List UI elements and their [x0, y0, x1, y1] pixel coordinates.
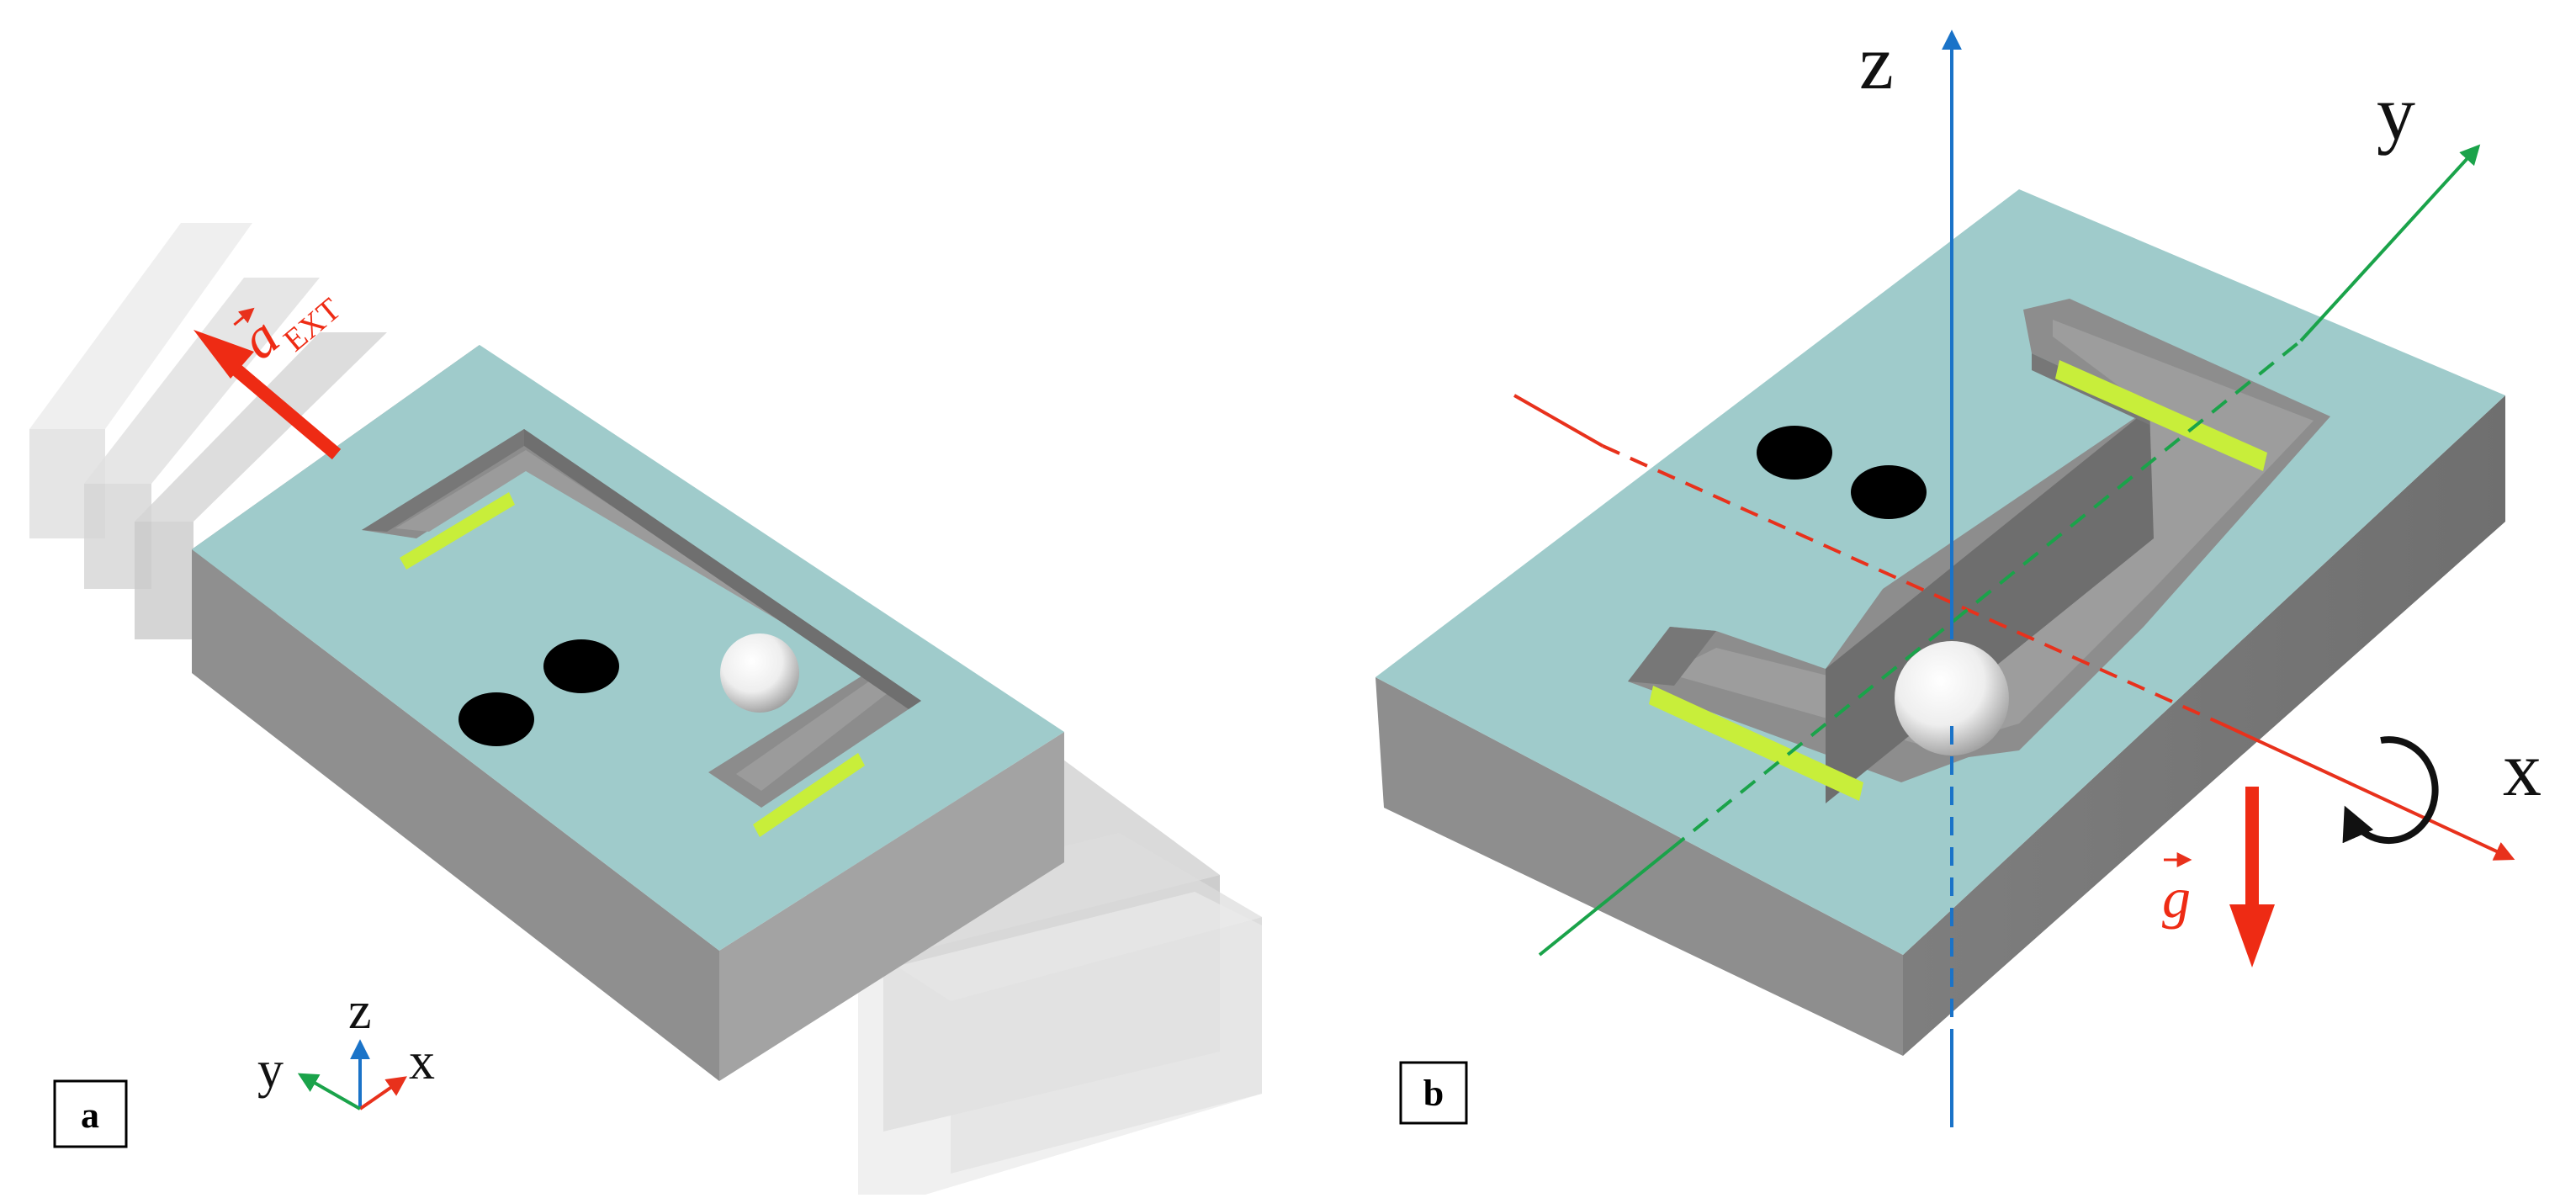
hole-b-2: [1851, 465, 1927, 519]
device-a: [192, 345, 1064, 1081]
axis-triad-a: z x y: [257, 983, 435, 1111]
device-a-top-face: [192, 345, 1064, 951]
acceleration-vector-bar: [233, 307, 255, 326]
hole-a-1: [543, 639, 619, 693]
sphere-b: [1895, 641, 2009, 755]
panel-a: a EXT z x y a: [29, 223, 1262, 1195]
x-axis-front-left: [1513, 394, 1603, 448]
electrode-b-upper: [2055, 360, 2267, 471]
axes-b: [1513, 29, 2515, 1127]
panel-b-label: b: [1423, 1073, 1444, 1114]
triad-z-label: z: [348, 983, 372, 1040]
device-b: [1375, 189, 2505, 1056]
electrode-a-upper: [400, 492, 515, 570]
x-axis-hidden: [1602, 444, 2222, 725]
device-a-right-face: [719, 732, 1064, 1081]
x-axis-front-right: [2220, 722, 2515, 861]
electrode-b-lower: [1649, 686, 1863, 801]
panel-a-label: a: [81, 1095, 99, 1136]
axis-x-label: x: [2503, 726, 2542, 812]
y-axis-front-right: [2299, 144, 2481, 342]
hole-b-1: [1757, 426, 1832, 480]
axis-z-label: z: [1859, 19, 1894, 105]
motion-ghost-upper: [29, 223, 387, 639]
y-axis-front-left: [1538, 848, 1672, 957]
device-b-right-face: [1903, 395, 2505, 1056]
acceleration-arrow: [193, 330, 342, 460]
panel-b: z y x g b: [1375, 19, 2542, 1127]
device-b-left-face: [1375, 677, 1903, 1056]
triad-x-label: x: [409, 1033, 435, 1090]
axis-y-label: y: [2377, 70, 2415, 156]
panel-b-label-box: [1399, 1061, 1468, 1125]
rotation-arrow-icon: [2342, 736, 2439, 845]
sphere-a: [720, 633, 799, 713]
y-axis-hidden: [1668, 339, 2303, 851]
gravity-symbol: g: [2162, 866, 2191, 930]
panel-a-label-box: [53, 1079, 128, 1148]
gravity-arrow: [2229, 787, 2275, 967]
triad-y-label: y: [257, 1042, 284, 1099]
device-b-cavity-floor: [1666, 320, 2314, 749]
triad-x-axis: [358, 1076, 407, 1111]
electrode-a-lower: [753, 753, 865, 837]
device-a-front-face: [192, 549, 719, 1081]
hole-a-2: [458, 692, 534, 746]
triad-y-axis: [297, 1073, 361, 1111]
